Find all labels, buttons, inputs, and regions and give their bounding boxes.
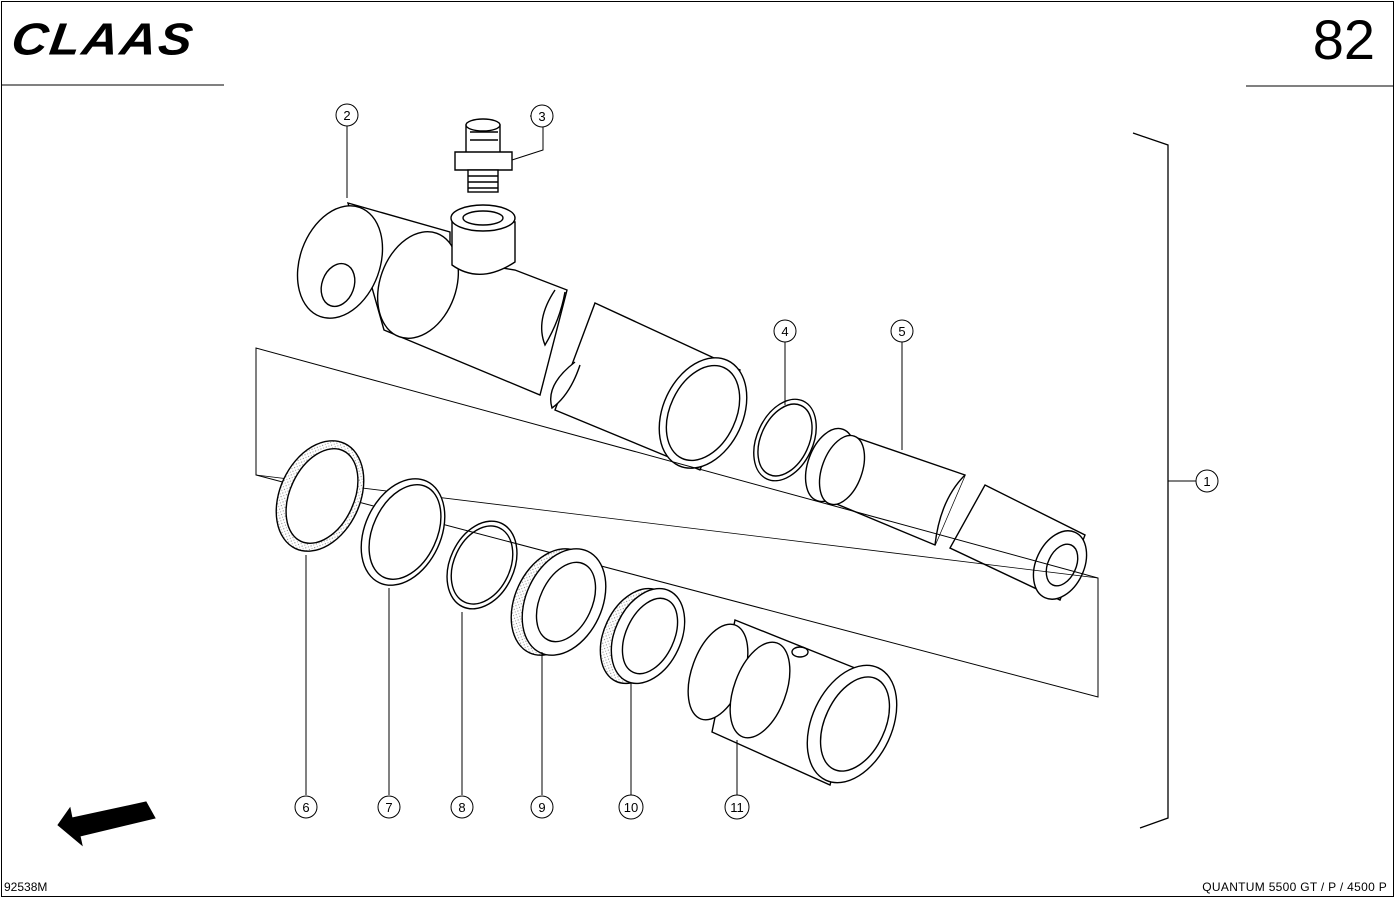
snap-ring-8	[446, 520, 518, 610]
snap-ring-4	[753, 398, 817, 482]
svg-text:4: 4	[781, 324, 788, 339]
svg-text:3: 3	[538, 109, 545, 124]
document-number: 92538M	[4, 880, 48, 894]
callout-5: 5	[890, 319, 914, 343]
svg-text:7: 7	[385, 800, 392, 815]
seal-kit-frame	[255, 347, 1099, 698]
arrow-down-left-icon	[57, 801, 156, 847]
callout-3: 3	[530, 104, 554, 128]
svg-text:1: 1	[1203, 474, 1210, 489]
header-rules	[2, 84, 1394, 87]
wiper-10	[599, 587, 686, 685]
svg-text:11: 11	[730, 800, 744, 815]
callout-1: 1	[1195, 469, 1219, 493]
callout-9: 9	[530, 795, 554, 819]
callout-7: 7	[377, 795, 401, 819]
hydraulic-fitting	[454, 118, 513, 193]
callouts: 1 2 3 4 5 6 7 8 9 10 11	[294, 103, 1219, 820]
svg-text:2: 2	[343, 108, 350, 123]
piston-rod	[804, 427, 1088, 601]
model-line: QUANTUM 5500 GT / P / 4500 P	[1202, 880, 1387, 894]
callout-2: 2	[335, 103, 359, 127]
guide-ring-9	[510, 548, 607, 656]
svg-text:8: 8	[458, 800, 465, 815]
gland-11	[687, 619, 898, 786]
callout-6: 6	[294, 795, 318, 819]
callout-11: 11	[724, 794, 750, 820]
seal-6	[275, 440, 365, 552]
callout-8: 8	[450, 795, 474, 819]
page-number: 82	[1312, 8, 1375, 71]
seal-7	[360, 478, 446, 586]
svg-text:6: 6	[302, 800, 309, 815]
leader-lines	[305, 115, 903, 795]
callout-10: 10	[618, 794, 644, 820]
svg-text:9: 9	[538, 800, 545, 815]
assembly-bracket	[1132, 132, 1169, 829]
svg-text:10: 10	[624, 800, 638, 815]
cylinder-barrel	[296, 201, 748, 471]
svg-text:5: 5	[898, 324, 905, 339]
callout-4: 4	[773, 319, 797, 343]
